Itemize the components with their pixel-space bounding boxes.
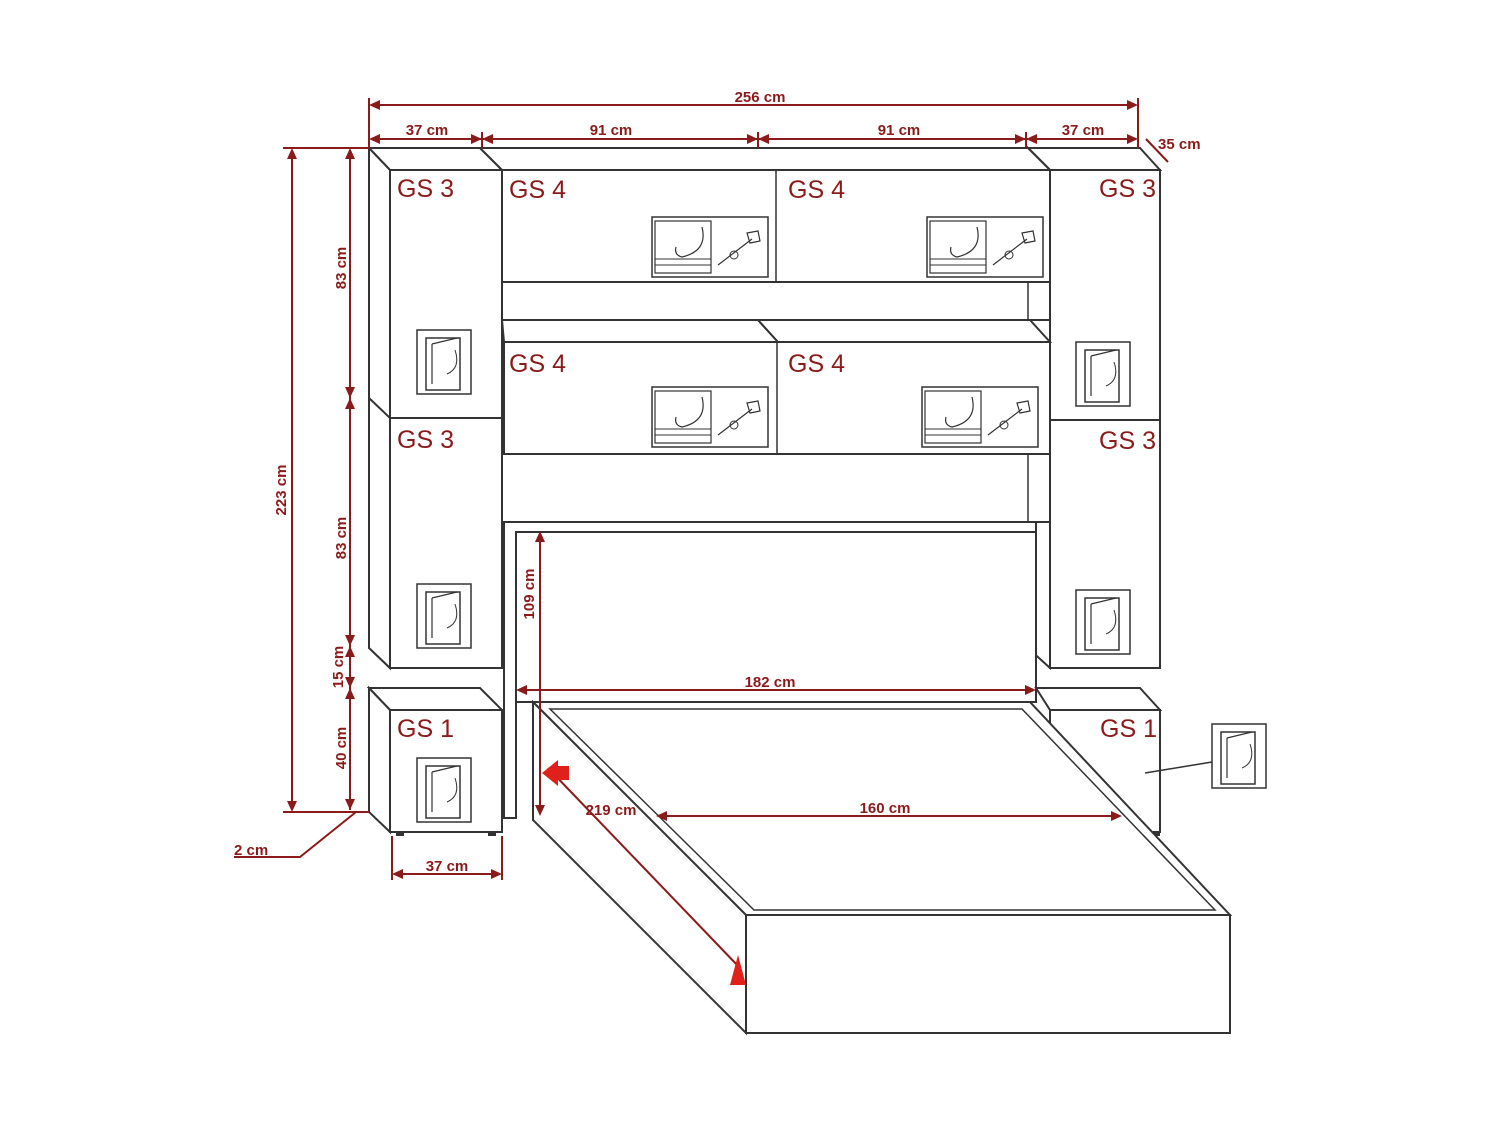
dim-mattress-width: 160 cm bbox=[860, 800, 911, 817]
dim-total-height: 223 cm bbox=[273, 465, 290, 516]
dim-depth: 35 cm bbox=[1158, 136, 1201, 153]
left-column bbox=[366, 145, 505, 671]
open-door-icon bbox=[416, 757, 472, 823]
dim-lower-height: 83 cm bbox=[333, 517, 350, 560]
module-label-gs4: GS 4 bbox=[788, 176, 845, 204]
module-label-gs3: GS 3 bbox=[397, 426, 454, 454]
gas-lift-icon bbox=[921, 386, 1039, 448]
bed-frame bbox=[530, 699, 1233, 1036]
gas-lift-icon bbox=[651, 216, 769, 278]
dim-upper-height: 83 cm bbox=[333, 247, 350, 290]
pointer-arrow bbox=[730, 955, 746, 985]
top-bridge bbox=[477, 147, 1053, 523]
module-label-gs3: GS 3 bbox=[1099, 175, 1156, 203]
dim-nightstand-width: 37 cm bbox=[426, 858, 469, 875]
module-label-gs1: GS 1 bbox=[397, 715, 454, 743]
headboard bbox=[503, 521, 1037, 819]
dim-headboard-height: 109 cm bbox=[521, 569, 538, 620]
module-label-gs4: GS 4 bbox=[788, 350, 845, 378]
dim-nightstand-height: 40 cm bbox=[333, 727, 350, 770]
dim-middle-width-right: 91 cm bbox=[878, 122, 921, 139]
module-label-gs4: GS 4 bbox=[509, 176, 566, 204]
dim-middle-width-left: 91 cm bbox=[590, 122, 633, 139]
dim-leg: 2 cm bbox=[234, 842, 268, 859]
open-door-icon bbox=[1075, 341, 1131, 407]
module-label-gs3: GS 3 bbox=[1099, 427, 1156, 455]
dim-side-width-left: 37 cm bbox=[406, 122, 449, 139]
dim-side-width-right: 37 cm bbox=[1062, 122, 1105, 139]
dim-bed-length: 219 cm bbox=[586, 802, 637, 819]
module-label-gs3: GS 3 bbox=[397, 175, 454, 203]
open-door-icon bbox=[416, 583, 472, 649]
dim-gap: 15 cm bbox=[330, 646, 347, 689]
dimension-lines bbox=[234, 98, 1169, 969]
open-door-icon bbox=[1075, 589, 1131, 655]
open-door-icon bbox=[1211, 723, 1267, 789]
open-door-icon bbox=[416, 329, 472, 395]
module-label-gs1: GS 1 bbox=[1100, 715, 1157, 743]
pointer-arrow bbox=[542, 760, 569, 786]
module-label-gs4: GS 4 bbox=[509, 350, 566, 378]
dim-headboard-width: 182 cm bbox=[745, 674, 796, 691]
gas-lift-icon bbox=[926, 216, 1044, 278]
dim-total-width: 256 cm bbox=[735, 89, 786, 106]
gas-lift-icon bbox=[651, 386, 769, 448]
